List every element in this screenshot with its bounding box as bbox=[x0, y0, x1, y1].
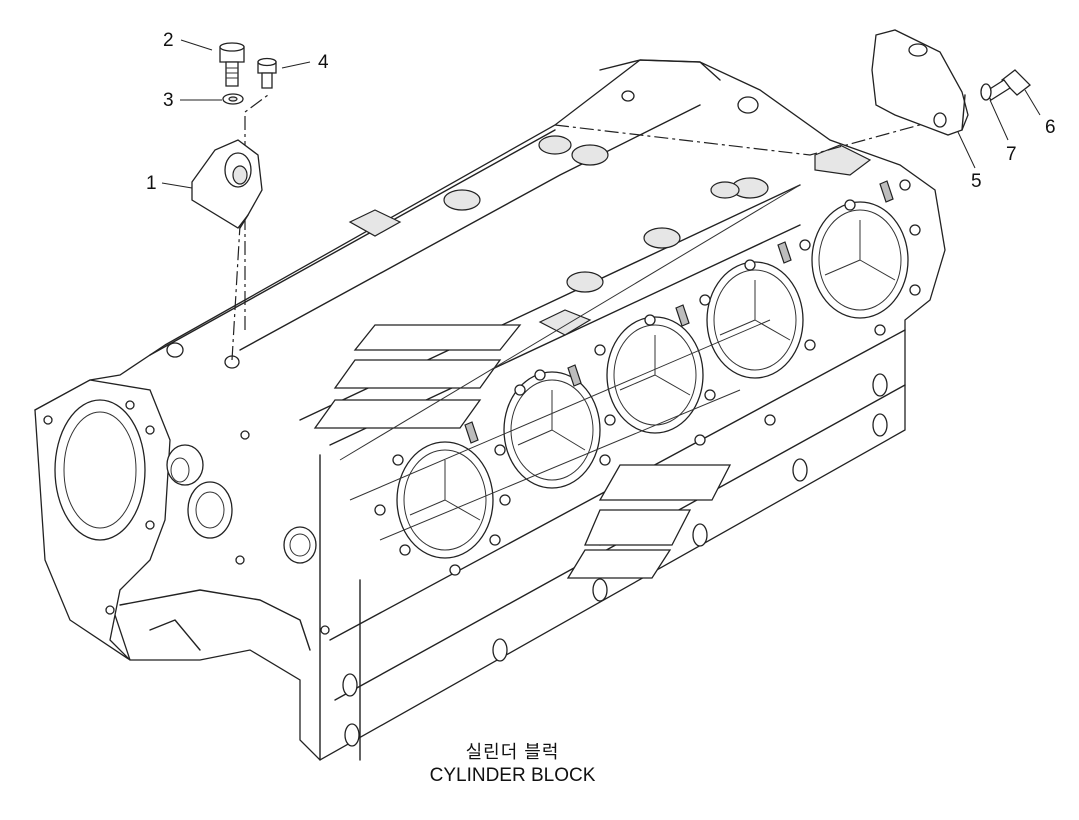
callout-6: 6 bbox=[1045, 117, 1056, 138]
side-face-holes bbox=[342, 373, 888, 747]
bolt-4-path bbox=[244, 94, 269, 330]
dowel-pins bbox=[464, 180, 894, 444]
front-end-face bbox=[34, 379, 330, 661]
head-bolt-holes bbox=[374, 179, 921, 576]
camshaft-bosses bbox=[166, 59, 872, 369]
callout-7: 7 bbox=[1006, 144, 1017, 165]
dipstick-guide bbox=[231, 224, 241, 361]
part-6-bolt bbox=[984, 69, 1031, 101]
bracket-alignment-path bbox=[554, 117, 946, 156]
callout-2: 2 bbox=[163, 30, 174, 51]
part-1-bracket bbox=[191, 139, 263, 229]
callout-5: 5 bbox=[971, 171, 982, 192]
cylinder-bores bbox=[396, 201, 909, 559]
part-4-bolt bbox=[257, 57, 277, 89]
part-7-washer bbox=[980, 83, 992, 101]
caption-english: CYLINDER BLOCK bbox=[429, 765, 596, 786]
cylinder-block-outline bbox=[34, 59, 946, 761]
callout-1: 1 bbox=[146, 173, 157, 194]
leader-lines bbox=[161, 39, 1041, 189]
callout-3: 3 bbox=[163, 90, 174, 111]
part-5-bracket bbox=[871, 29, 969, 136]
caption-korean: 실린더 블럭 bbox=[465, 742, 560, 762]
part-3-washer bbox=[222, 93, 244, 105]
part-2-bolt bbox=[219, 42, 245, 87]
watermark-logo bbox=[313, 184, 801, 579]
callout-4: 4 bbox=[318, 52, 329, 73]
